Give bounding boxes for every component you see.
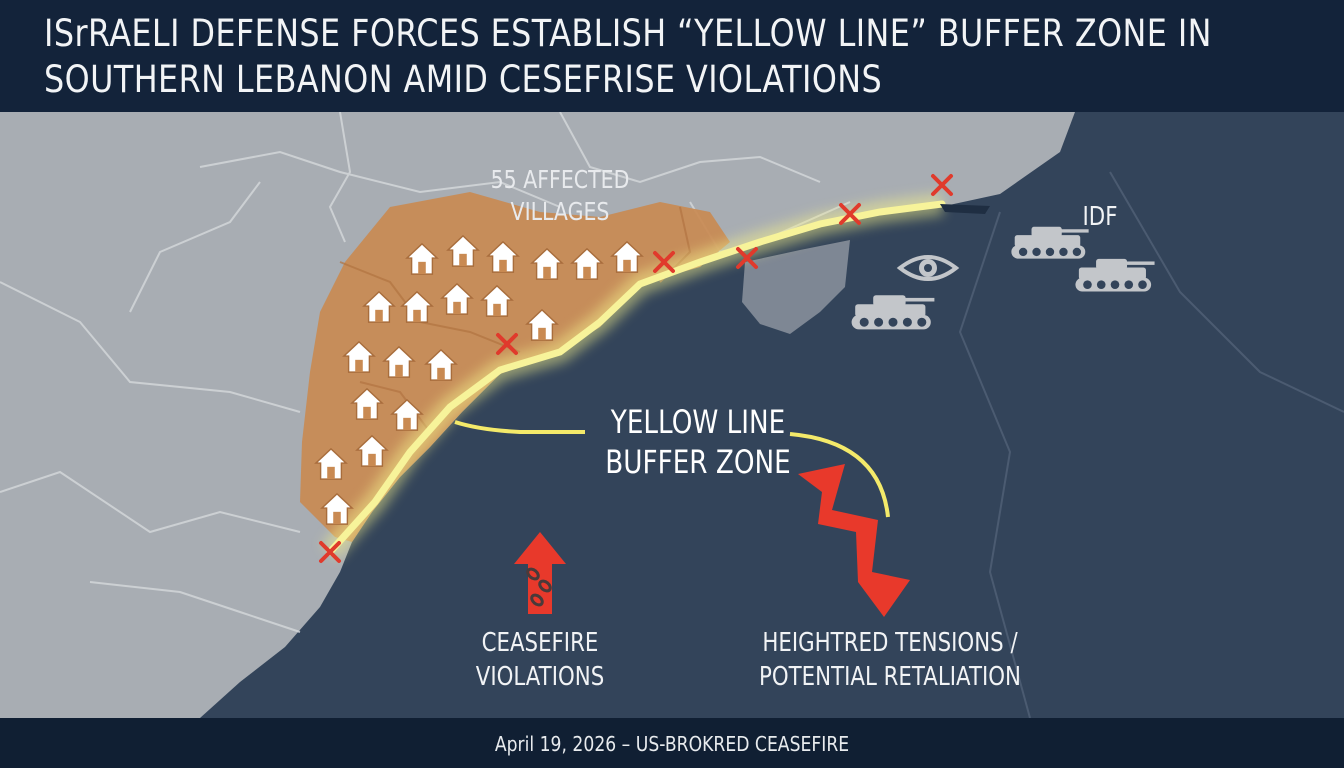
- yellow-line: [326, 200, 946, 556]
- buffer-zone-curve: [789, 432, 890, 518]
- ceasefire-line1: CEASEFIRE: [481, 628, 599, 658]
- ceasefire-violations-label: CEASEFIRE VIOLATIONS: [458, 626, 622, 694]
- faint-borders: [958, 171, 1344, 718]
- idf-forces: [851, 226, 1155, 330]
- eye-icon: [896, 255, 960, 281]
- inlet: [940, 204, 990, 214]
- buffer-zone-line2: BUFFER ZONE: [605, 443, 791, 481]
- land-mass-west: [0, 112, 1075, 718]
- idf-label: IDF: [1082, 202, 1118, 232]
- affected-villages-label: 55 AFFECTED VILLAGES: [462, 164, 659, 228]
- buffer-zone-pointer: [454, 420, 585, 434]
- headline-line-1: ISrRAELI DEFENSE FORCES ESTABLISH “YELLO…: [44, 12, 1212, 55]
- up-arrow-icon: [514, 532, 566, 614]
- headline-line-2: SOUTHERN LEBANON AMID CESEFRISE VIOLATIO…: [44, 58, 883, 101]
- affected-villages-line1: 55 AFFECTED: [490, 165, 630, 194]
- zigzag-arrow-icon: [798, 464, 910, 617]
- footer-banner: April 19, 2026 – US-BROKRED CEASEFIRE: [0, 718, 1344, 768]
- tank-icon: [1075, 258, 1155, 292]
- affected-villages-line2: VILLAGES: [510, 197, 610, 226]
- tensions-line1: HEIGHTRED TENSIONS /: [762, 628, 1018, 658]
- tensions-line2: POTENTIAL RETALIATION: [758, 662, 1021, 692]
- buffer-zone-label: YELLOW LINE BUFFER ZONE: [591, 402, 804, 482]
- tensions-label: HEIGHTRED TENSIONS / POTENTIAL RETALIATI…: [751, 626, 1030, 694]
- ceasefire-line2: VIOLATIONS: [475, 662, 605, 692]
- buffer-zone-line1: YELLOW LINE: [610, 403, 786, 441]
- ceasefire-arrow: [514, 532, 566, 614]
- footer-date-text: April 19, 2026 – US-BROKRED CEASEFIRE: [494, 732, 850, 756]
- land-mass-peninsula: [742, 240, 850, 334]
- map-graphic: [0, 112, 1344, 718]
- broken-chain-icon: [526, 567, 552, 607]
- header-banner: ISrRAELI DEFENSE FORCES ESTABLISH “YELLO…: [0, 0, 1344, 112]
- tank-icon: [851, 295, 935, 330]
